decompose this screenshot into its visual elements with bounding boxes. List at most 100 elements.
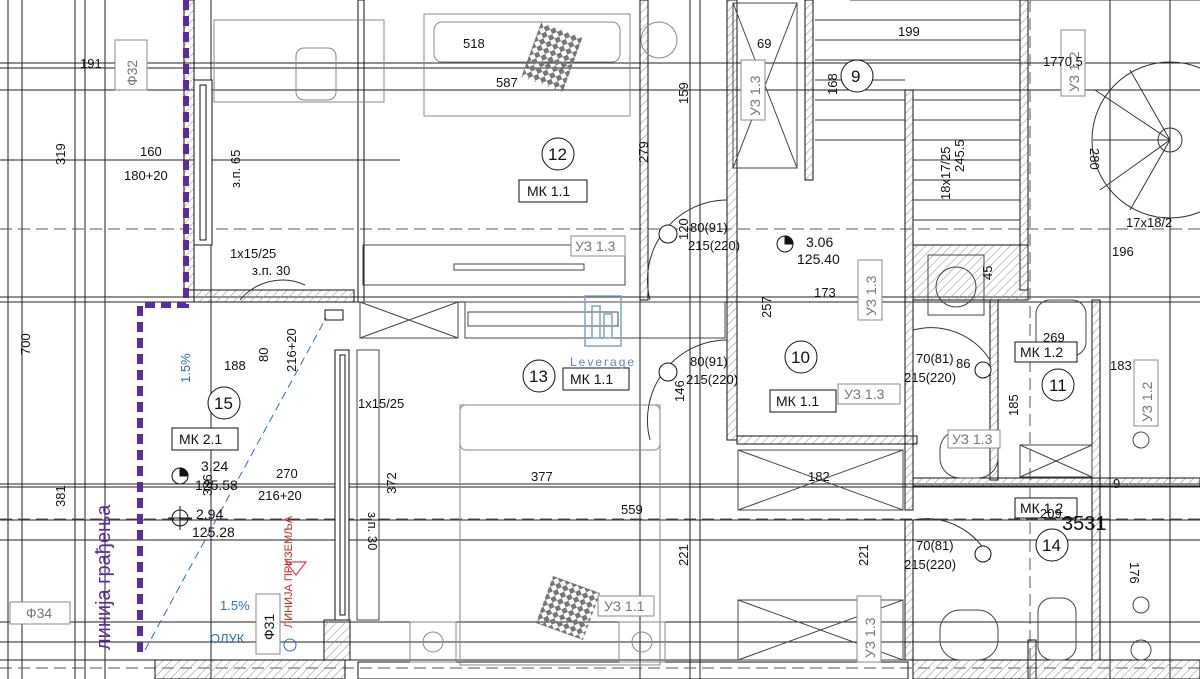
dim-168: 168 <box>825 73 840 95</box>
tag-mk21: МК 2.1 <box>179 431 222 447</box>
dim-18x17: 18x17/25 <box>938 147 953 201</box>
vanity-11 <box>1019 444 1093 478</box>
ground-line-arrow <box>284 561 308 576</box>
dim-182: 182 <box>808 469 830 484</box>
tag-boxes <box>9 29 1159 663</box>
dim-1x15-a: 1x15/25 <box>230 246 276 261</box>
tag-uz13-e: УЗ 1.3 <box>863 275 879 316</box>
dim-280: 280 <box>1087 148 1102 170</box>
slope-label-b: 1.5% <box>220 598 250 613</box>
door-b-height: 215(220) <box>904 557 956 572</box>
door-mid-height: 215(220) <box>686 372 738 387</box>
watermark-name: Leverage <box>570 355 636 369</box>
level-324: 3.24 <box>201 458 228 474</box>
dim-245: 245.5 <box>952 139 967 172</box>
level-294: 2.94 <box>196 506 223 522</box>
door-a-width: 70(81) <box>916 351 954 366</box>
door-markers <box>658 224 992 563</box>
level-12558: 125.58 <box>195 477 238 493</box>
level-12540: 125.40 <box>797 251 840 267</box>
door-top-width: 80(91) <box>690 220 728 235</box>
dim-180-20: 180+20 <box>124 168 168 183</box>
dim-381: 381 <box>53 485 68 507</box>
ground-line-label: ЛИНИЈА ПРИЗЕМЉА <box>283 515 295 628</box>
dim-216-b: 216+20 <box>258 488 302 503</box>
level-markers <box>168 235 794 530</box>
wardrobe-b <box>464 301 726 339</box>
tag-uz13-a: УЗ 1.3 <box>844 386 885 402</box>
tag-uz12-b: УЗ 1.2 <box>1139 381 1155 422</box>
dim-183: 183 <box>1110 358 1132 373</box>
dim-zp65: з.п. 65 <box>228 150 243 188</box>
dim-319: 319 <box>53 143 68 165</box>
level-306: 3.06 <box>806 234 833 250</box>
dim-279: 279 <box>636 141 651 163</box>
dim-587: 587 <box>496 75 518 90</box>
shower-top <box>732 2 798 169</box>
dim-386: 386 <box>200 474 215 496</box>
dim-216-a: 216+20 <box>284 328 299 372</box>
walls <box>154 0 1200 679</box>
dim-191: 191 <box>80 56 102 71</box>
dim-269: 269 <box>1043 330 1065 345</box>
tag-mk11-c: МК 1.1 <box>776 393 819 409</box>
dim-377: 377 <box>531 469 553 484</box>
room-14: 14 <box>1042 536 1061 555</box>
dim-185: 185 <box>1006 394 1021 416</box>
tag-uz13-b: УЗ 1.3 <box>575 238 616 254</box>
dim-zp30: з.п. 30 <box>252 263 290 278</box>
dim-518: 518 <box>463 36 485 51</box>
shower-head-a <box>1132 431 1150 449</box>
dim-372: 372 <box>384 472 399 494</box>
dim-1x15-b: 1x15/25 <box>358 396 404 411</box>
dim-1770: 1770.5 <box>1043 54 1083 69</box>
room-10: 10 <box>791 348 810 367</box>
spiral-stair <box>1091 61 1200 219</box>
pillow-checker-a <box>521 22 583 92</box>
room-9: 9 <box>851 67 860 86</box>
tub-a <box>737 449 904 511</box>
nightstand-r <box>618 621 666 663</box>
drainpipe-label: ОЛУК <box>210 631 245 646</box>
tag-uz13-f: УЗ 1.3 <box>862 617 878 658</box>
room-15: 15 <box>214 394 233 413</box>
dim-159: 159 <box>676 82 691 104</box>
door-b-width: 70(81) <box>916 538 954 553</box>
bed-top <box>423 13 631 117</box>
tv-unit <box>362 244 626 286</box>
slope-label-a: 1.5% <box>178 353 193 383</box>
building-line <box>137 0 189 652</box>
room-circles <box>207 59 1075 562</box>
dim-9: 9 <box>1113 476 1120 491</box>
room-13: 13 <box>529 367 548 386</box>
dim-270: 270 <box>276 466 298 481</box>
tub-b <box>737 599 904 661</box>
nightstand-l <box>409 621 457 663</box>
door-mid-width: 80(91) <box>690 354 728 369</box>
dim-700: 700 <box>18 333 33 355</box>
tag-f31: Ф31 <box>261 614 277 640</box>
dim-257: 257 <box>759 296 774 318</box>
building-line-label: линија грађења <box>93 504 115 650</box>
number-3531: 3531 <box>1062 513 1107 535</box>
dim-120: 120 <box>676 218 691 240</box>
dim-160: 160 <box>140 144 162 159</box>
dim-199: 199 <box>898 24 920 39</box>
room-11: 11 <box>1049 376 1067 395</box>
dim-188: 188 <box>224 358 246 373</box>
level-12528: 125.28 <box>192 524 235 540</box>
sideboard <box>356 349 380 621</box>
tag-mk11-b: МК 1.1 <box>570 371 613 387</box>
tag-mk12-b: МК 1.2 <box>1020 500 1063 516</box>
furniture <box>213 13 726 666</box>
tag-mk12-a: МК 1.2 <box>1020 344 1063 360</box>
dim-69: 69 <box>757 36 771 51</box>
tag-uz12-a: УЗ 1.2 <box>1066 51 1082 92</box>
watermark-logo <box>584 295 622 347</box>
wardrobe-a <box>359 301 459 339</box>
desk-chair <box>295 47 337 101</box>
pillow-checker-b <box>535 575 601 641</box>
dim-17x18: 17x18/2 <box>1126 215 1172 230</box>
washing-machine <box>927 254 985 316</box>
